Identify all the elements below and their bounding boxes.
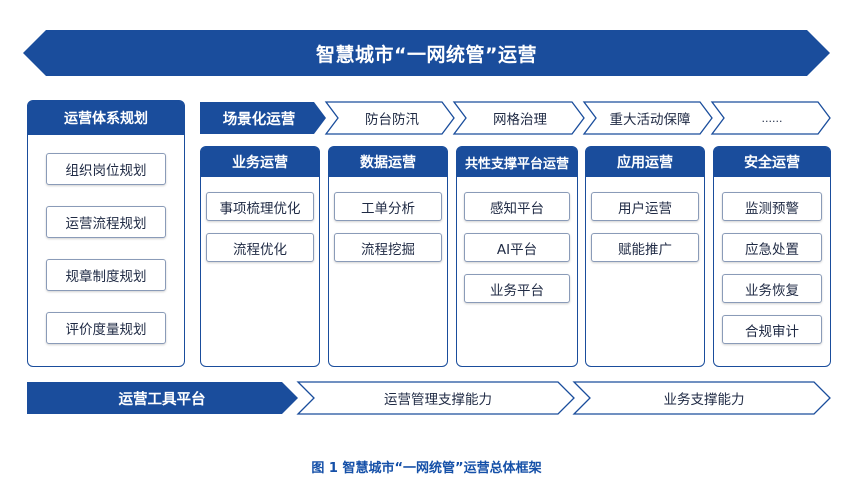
left-panel-item: 组织岗位规划	[46, 153, 166, 185]
column-item: 事项梳理优化	[206, 192, 314, 221]
scenario-label: 场景化运营	[222, 111, 296, 128]
column-item: 合规审计	[722, 315, 822, 344]
scenario-step: ......	[761, 111, 783, 125]
column-item: 用户运营	[591, 192, 699, 221]
column-item: 监测预警	[722, 192, 822, 221]
scenario-chevron-2	[452, 101, 585, 135]
column-item: 工单分析	[334, 192, 442, 221]
column-heading: 数据运营	[329, 147, 447, 177]
bottom-step: 业务支撑能力	[663, 392, 745, 408]
column-item: 感知平台	[464, 192, 570, 221]
bottom-label: 运营工具平台	[118, 391, 206, 408]
bottom-chevron-1	[296, 381, 575, 415]
scenario-step: 网格治理	[493, 112, 547, 128]
left-panel-item: 评价度量规划	[46, 312, 166, 344]
scenario-chevron-4	[710, 101, 831, 135]
column-heading: 应用运营	[586, 147, 704, 177]
left-panel-item: 规章制度规划	[46, 259, 166, 291]
bottom-chevron-2	[572, 381, 831, 415]
scenario-chevron-3	[582, 101, 713, 135]
column-heading: 共性支撑平台运营	[457, 147, 577, 177]
column-item: 业务恢复	[722, 274, 822, 303]
column-item: 业务平台	[464, 274, 570, 303]
column-heading: 业务运营	[201, 147, 319, 177]
bottom-label-arrow	[27, 382, 298, 414]
scenario-step: 防台防汛	[365, 112, 419, 128]
left-panel-heading: 运营体系规划	[28, 101, 184, 135]
column-item: 流程优化	[206, 233, 314, 262]
left-panel-item: 运营流程规划	[46, 206, 166, 238]
scenario-label-arrow	[200, 102, 326, 134]
column-item: 赋能推广	[591, 233, 699, 262]
bottom-step: 运营管理支撑能力	[384, 392, 492, 408]
column-item: 流程挖掘	[334, 233, 442, 262]
column-heading: 安全运营	[714, 147, 830, 177]
diagram-title: 智慧城市“一网统管”运营	[316, 43, 537, 66]
column-item: AI平台	[464, 233, 570, 262]
column-item: 应急处置	[722, 233, 822, 262]
scenario-step: 重大活动保障	[609, 112, 691, 128]
figure-caption: 图 1 智慧城市“一网统管”运营总体框架	[311, 461, 542, 476]
scenario-chevron-1	[324, 101, 455, 135]
title-banner	[23, 30, 830, 76]
